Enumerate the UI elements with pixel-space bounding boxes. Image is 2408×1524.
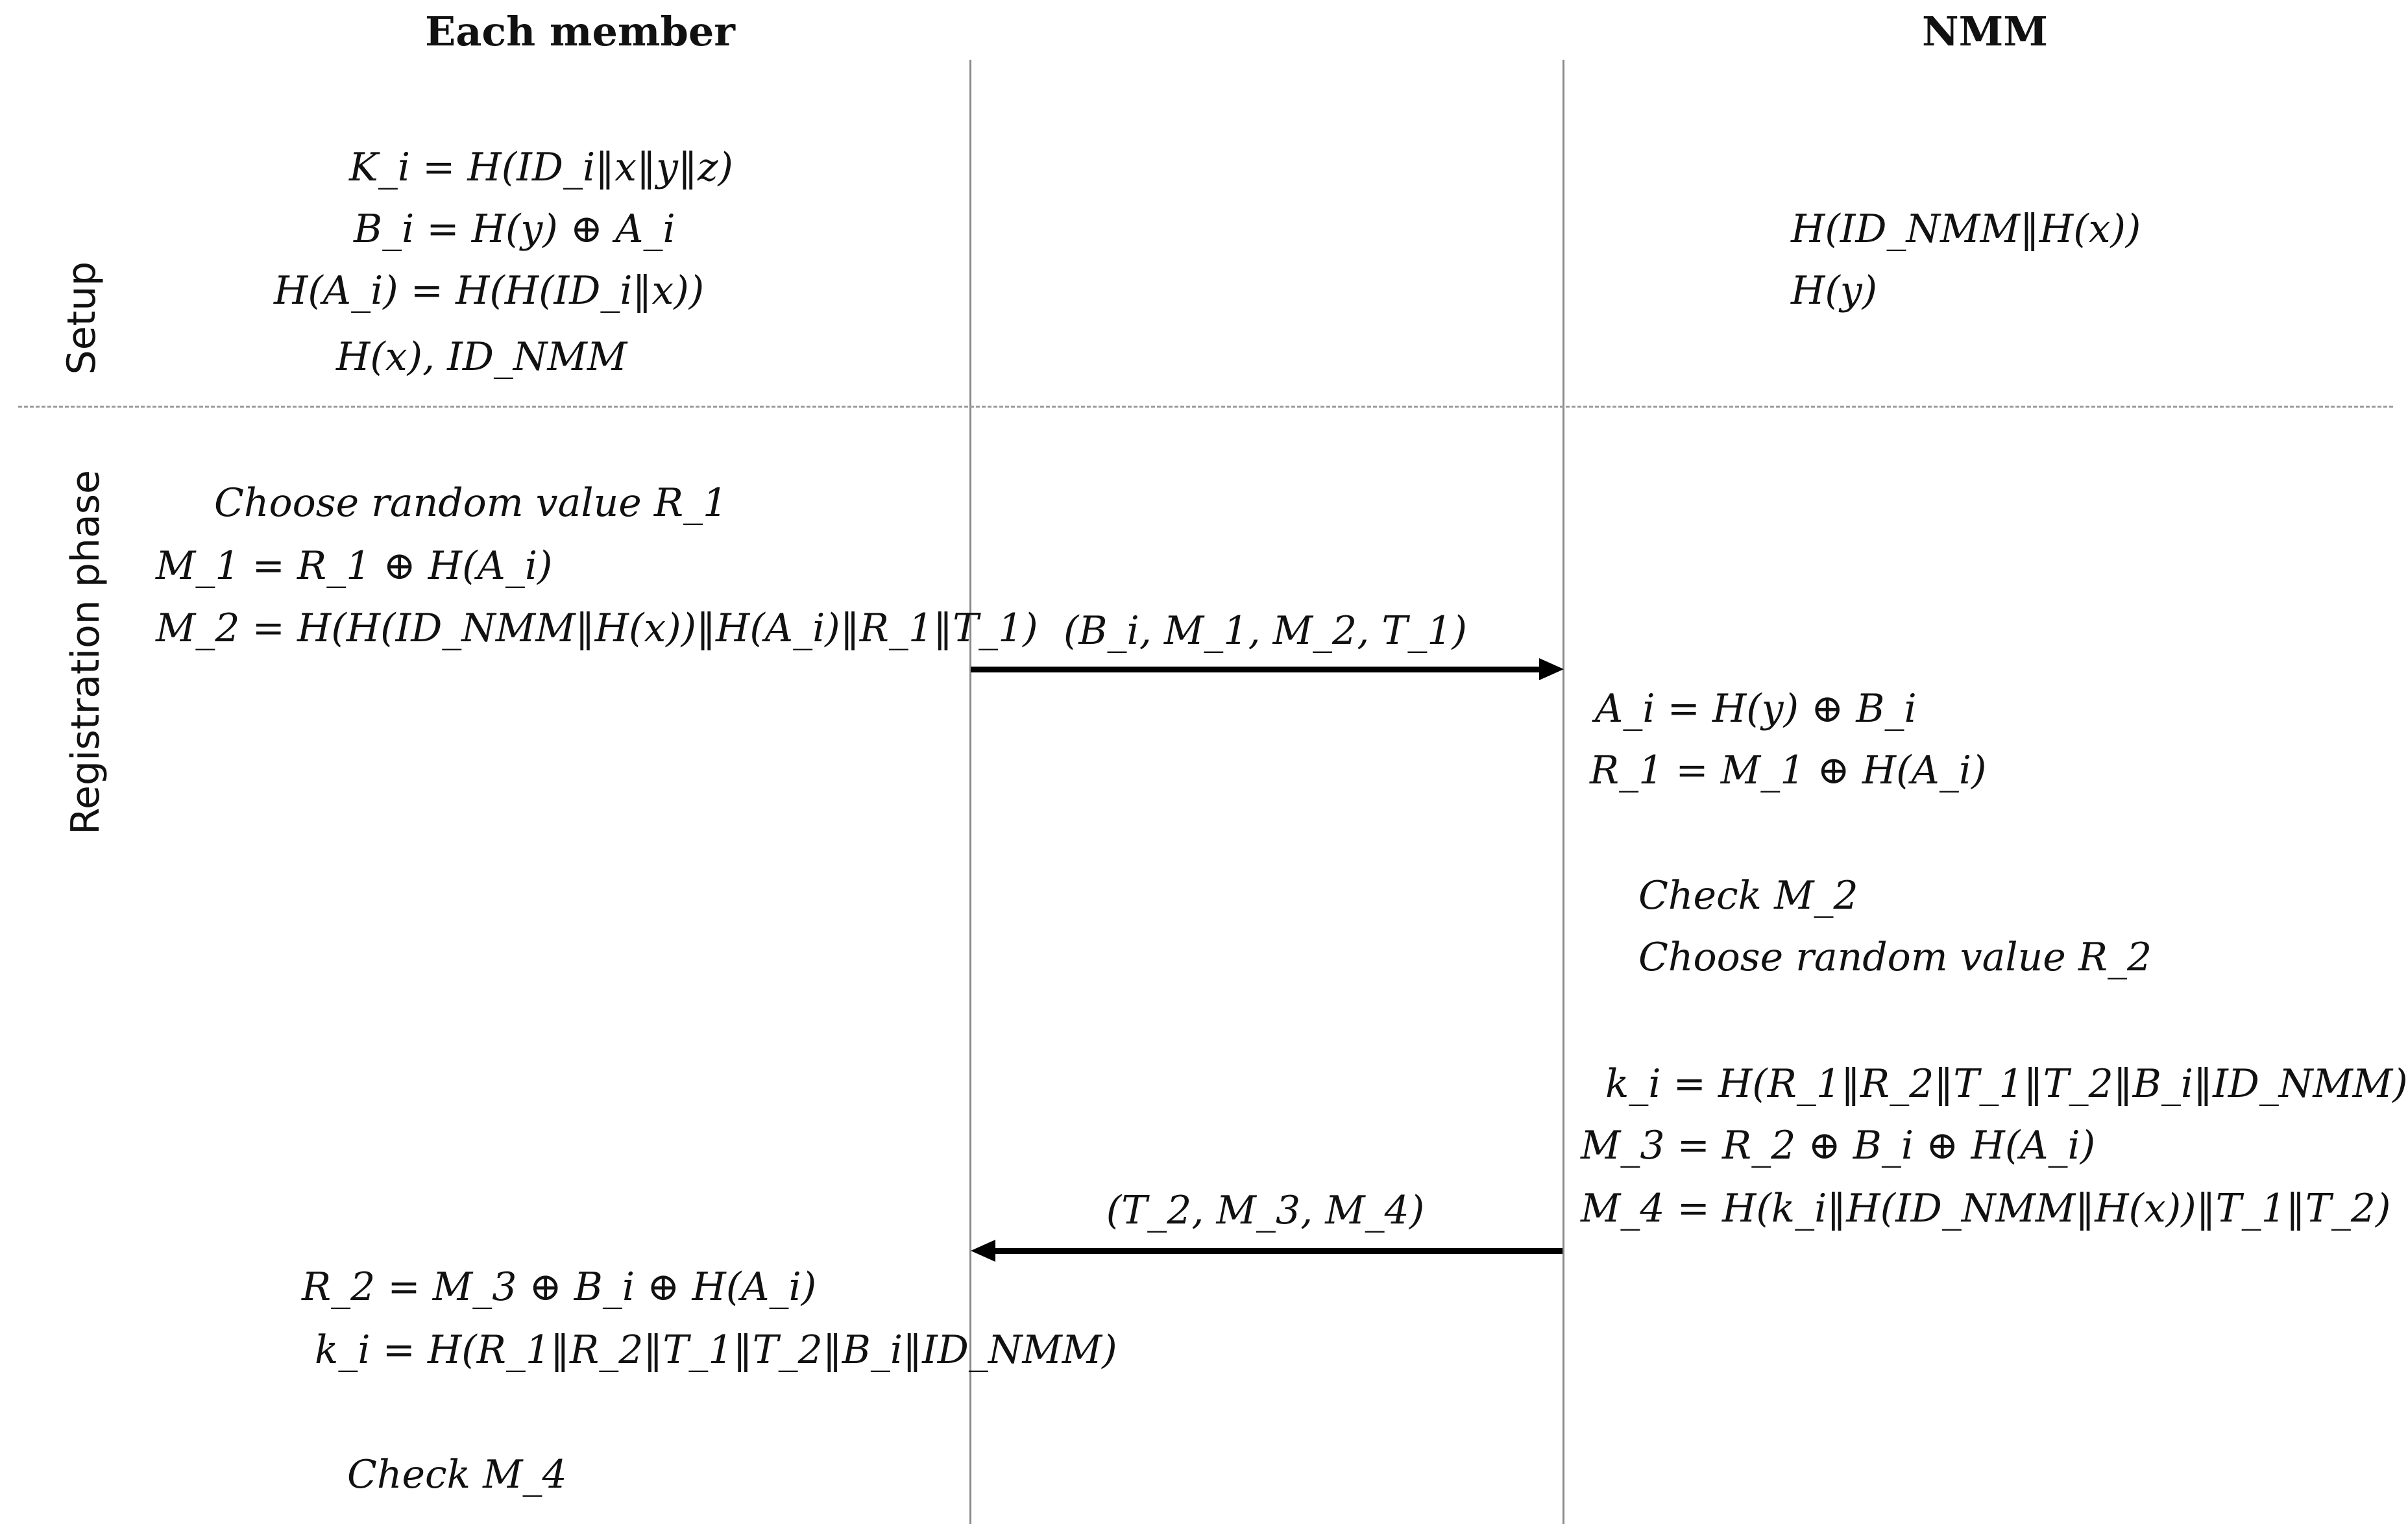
reg-nmm-ki: k_i = H(R_1‖R_2‖T_1‖T_2‖B_i‖ID_NMM) [1605,1061,2408,1107]
message-1-label: (B_i, M_1, M_2, T_1) [1064,608,1467,654]
message-2-label: (T_2, M_3, M_4) [1106,1188,1425,1233]
setup-member-eq-3: H(A_i) = H(H(ID_i‖x)) [274,268,705,313]
header-each-member: Each member [425,8,735,55]
setup-member-eq-2: B_i = H(y) ⊕ A_i [354,206,675,252]
reg-member-r2: R_2 = M_3 ⊕ B_i ⊕ H(A_i) [302,1264,817,1310]
reg-member-check-m4: Check M_4 [347,1452,567,1497]
reg-member-choose-r1: Choose random value R_1 [214,480,728,526]
arrow-left-icon [971,1240,995,1262]
setup-member-eq-4: H(x), ID_NMM [336,334,627,380]
reg-nmm-choose-r2: Choose random value R_2 [1638,935,2152,980]
reg-member-ki: k_i = H(R_1‖R_2‖T_1‖T_2‖B_i‖ID_NMM) [315,1327,1117,1373]
reg-nmm-m3: M_3 = R_2 ⊕ B_i ⊕ H(A_i) [1581,1123,2096,1168]
reg-nmm-r1: R_1 = M_1 ⊕ H(A_i) [1590,748,1987,793]
message-2-arrow [994,1248,1563,1254]
lifeline-right [1563,60,1564,1524]
phase-divider [18,406,2393,408]
setup-nmm-eq-1: H(ID_NMM‖H(x)) [1791,206,2141,252]
header-nmm: NMM [1922,8,2048,55]
reg-nmm-m4: M_4 = H(k_i‖H(ID_NMM‖H(x))‖T_1‖T_2) [1581,1186,2391,1231]
registration-phase-label: Registration phase [63,470,108,835]
reg-nmm-ai: A_i = H(y) ⊕ B_i [1595,686,1917,731]
setup-nmm-eq-2: H(y) [1791,268,1878,313]
reg-member-m1: M_1 = R_1 ⊕ H(A_i) [156,543,553,589]
reg-nmm-check-m2: Check M_2 [1638,873,1858,918]
setup-label: Setup [59,261,104,375]
arrow-right-icon [1539,658,1564,680]
setup-member-eq-1: K_i = H(ID_i‖x‖y‖z) [349,145,733,190]
lifeline-left [969,60,971,1524]
reg-member-m2: M_2 = H(H(ID_NMM‖H(x))‖H(A_i)‖R_1‖T_1) [156,606,1038,651]
message-1-arrow [971,667,1542,672]
